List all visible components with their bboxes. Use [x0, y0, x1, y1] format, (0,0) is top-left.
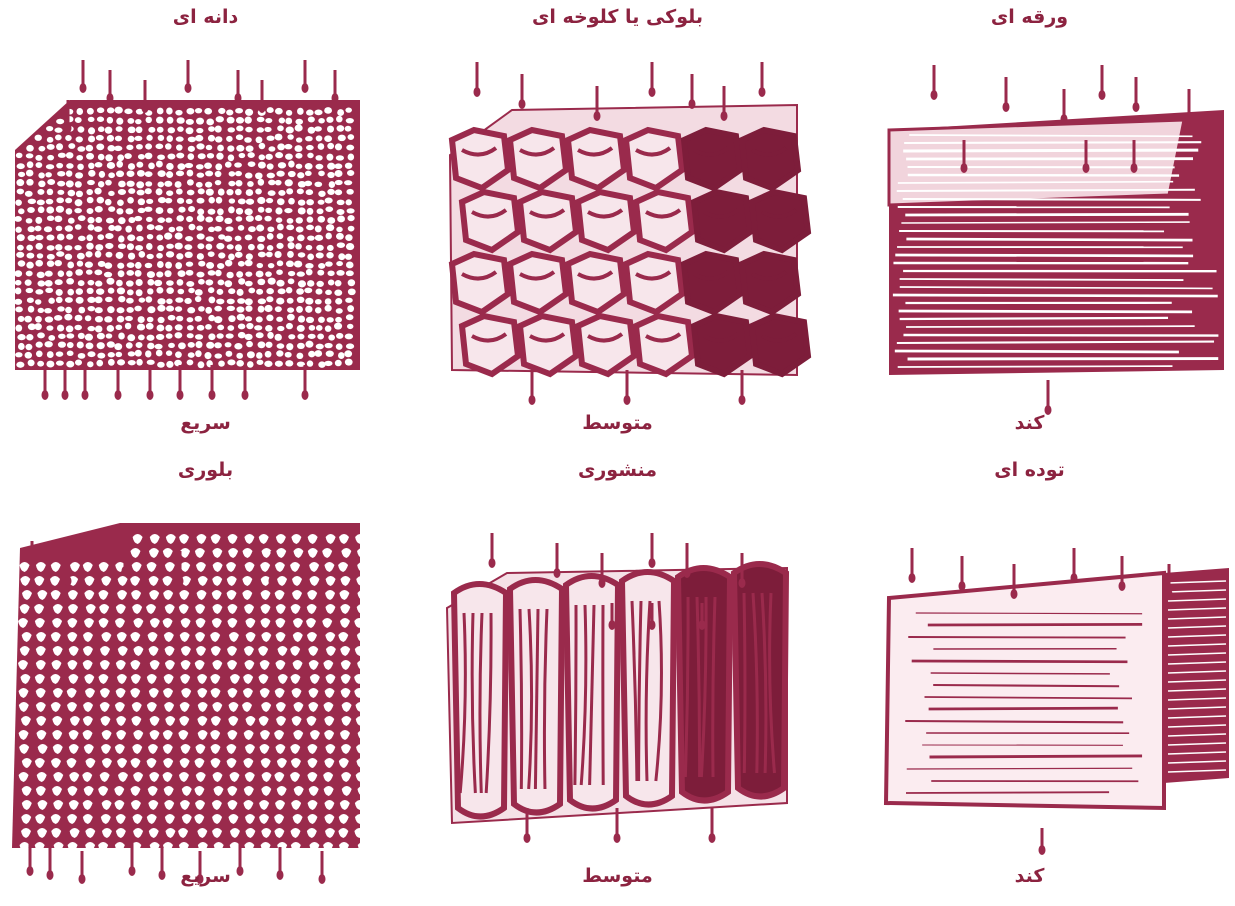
water-drop-icon [554, 568, 561, 578]
water-drop-icon [259, 103, 266, 113]
water-drop-icon [1083, 163, 1090, 173]
water-drop-icon [614, 833, 621, 843]
water-drop-icon [62, 390, 69, 400]
water-drop-icon [1133, 102, 1140, 112]
panel-granular: دانه ای سریع [0, 0, 411, 453]
water-drop-icon [142, 103, 149, 113]
water-drop-icon [649, 87, 656, 97]
water-drop-icon [961, 163, 968, 173]
water-drop-icon [1131, 163, 1138, 173]
water-drop-icon [959, 581, 966, 591]
crumb-structure-illustration [0, 453, 411, 906]
panel-prismatic: منشوری متوسط [412, 453, 823, 906]
water-drop-icon [332, 93, 339, 103]
water-drop-icon [29, 566, 36, 576]
water-drop-icon [909, 573, 916, 583]
water-drop-icon [185, 83, 192, 93]
water-drop-icon [302, 390, 309, 400]
water-drop-icon [122, 566, 129, 576]
water-drop-icon [931, 90, 938, 100]
infiltration-speed-label: متوسط [412, 865, 823, 887]
water-drop-icon [474, 87, 481, 97]
infiltration-speed-label: کند [824, 865, 1235, 887]
water-drop-icon [269, 576, 276, 586]
water-drop-icon [689, 99, 696, 109]
water-drop-icon [1166, 589, 1173, 599]
water-drop-icon [684, 568, 691, 578]
water-drop-icon [302, 566, 309, 576]
water-drop-icon [699, 620, 706, 630]
water-drop-icon [1071, 573, 1078, 583]
infiltration-speed-label: سریع [0, 865, 411, 887]
massive-structure-illustration [824, 453, 1235, 906]
water-drop-icon [529, 395, 536, 405]
infiltration-speed-label: سریع [0, 412, 411, 434]
water-drop-icon [242, 390, 249, 400]
water-drop-icon [519, 99, 526, 109]
water-drop-icon [302, 83, 309, 93]
water-drop-icon [1061, 114, 1068, 124]
infiltration-speed-label: کند [824, 412, 1235, 434]
water-drop-icon [649, 620, 656, 630]
water-drop-icon [759, 87, 766, 97]
water-drop-icon [599, 578, 606, 588]
water-drop-icon [65, 123, 72, 133]
panel-blocky: بلوکی یا کلوخه ای متوسط [412, 0, 823, 453]
water-drop-icon [115, 390, 122, 400]
panel-crumb: بلوری سریع [0, 453, 411, 906]
infiltration-speed-label: متوسط [412, 412, 823, 434]
water-drop-icon [739, 395, 746, 405]
water-drop-icon [147, 390, 154, 400]
platy-structure-illustration [824, 0, 1235, 453]
panel-massive: توده ای کند [824, 453, 1235, 906]
water-drop-icon [649, 558, 656, 568]
water-drop-icon [177, 576, 184, 586]
water-drop-icon [65, 576, 72, 586]
panel-platy: ورقه ای کند [824, 0, 1235, 453]
water-drop-icon [489, 558, 496, 568]
water-drop-icon [721, 111, 728, 121]
water-drop-icon [1099, 90, 1106, 100]
water-drop-icon [42, 390, 49, 400]
water-drop-icon [609, 620, 616, 630]
water-drop-icon [1011, 589, 1018, 599]
prismatic-structure-illustration [412, 453, 823, 906]
water-drop-icon [107, 93, 114, 103]
water-drop-icon [624, 395, 631, 405]
water-drop-icon [1119, 581, 1126, 591]
water-drop-icon [80, 83, 87, 93]
water-drop-icon [177, 390, 184, 400]
water-drop-icon [235, 93, 242, 103]
water-drop-icon [524, 833, 531, 843]
granular-structure-illustration [0, 0, 411, 453]
water-drop-icon [1003, 102, 1010, 112]
blocky-structure-illustration [412, 0, 823, 453]
water-drop-icon [237, 566, 244, 576]
water-drop-icon [1039, 845, 1046, 855]
water-drop-icon [739, 578, 746, 588]
water-drop-icon [82, 390, 89, 400]
water-drop-icon [1186, 114, 1193, 124]
water-drop-icon [709, 833, 716, 843]
water-drop-icon [594, 111, 601, 121]
water-drop-icon [209, 390, 216, 400]
